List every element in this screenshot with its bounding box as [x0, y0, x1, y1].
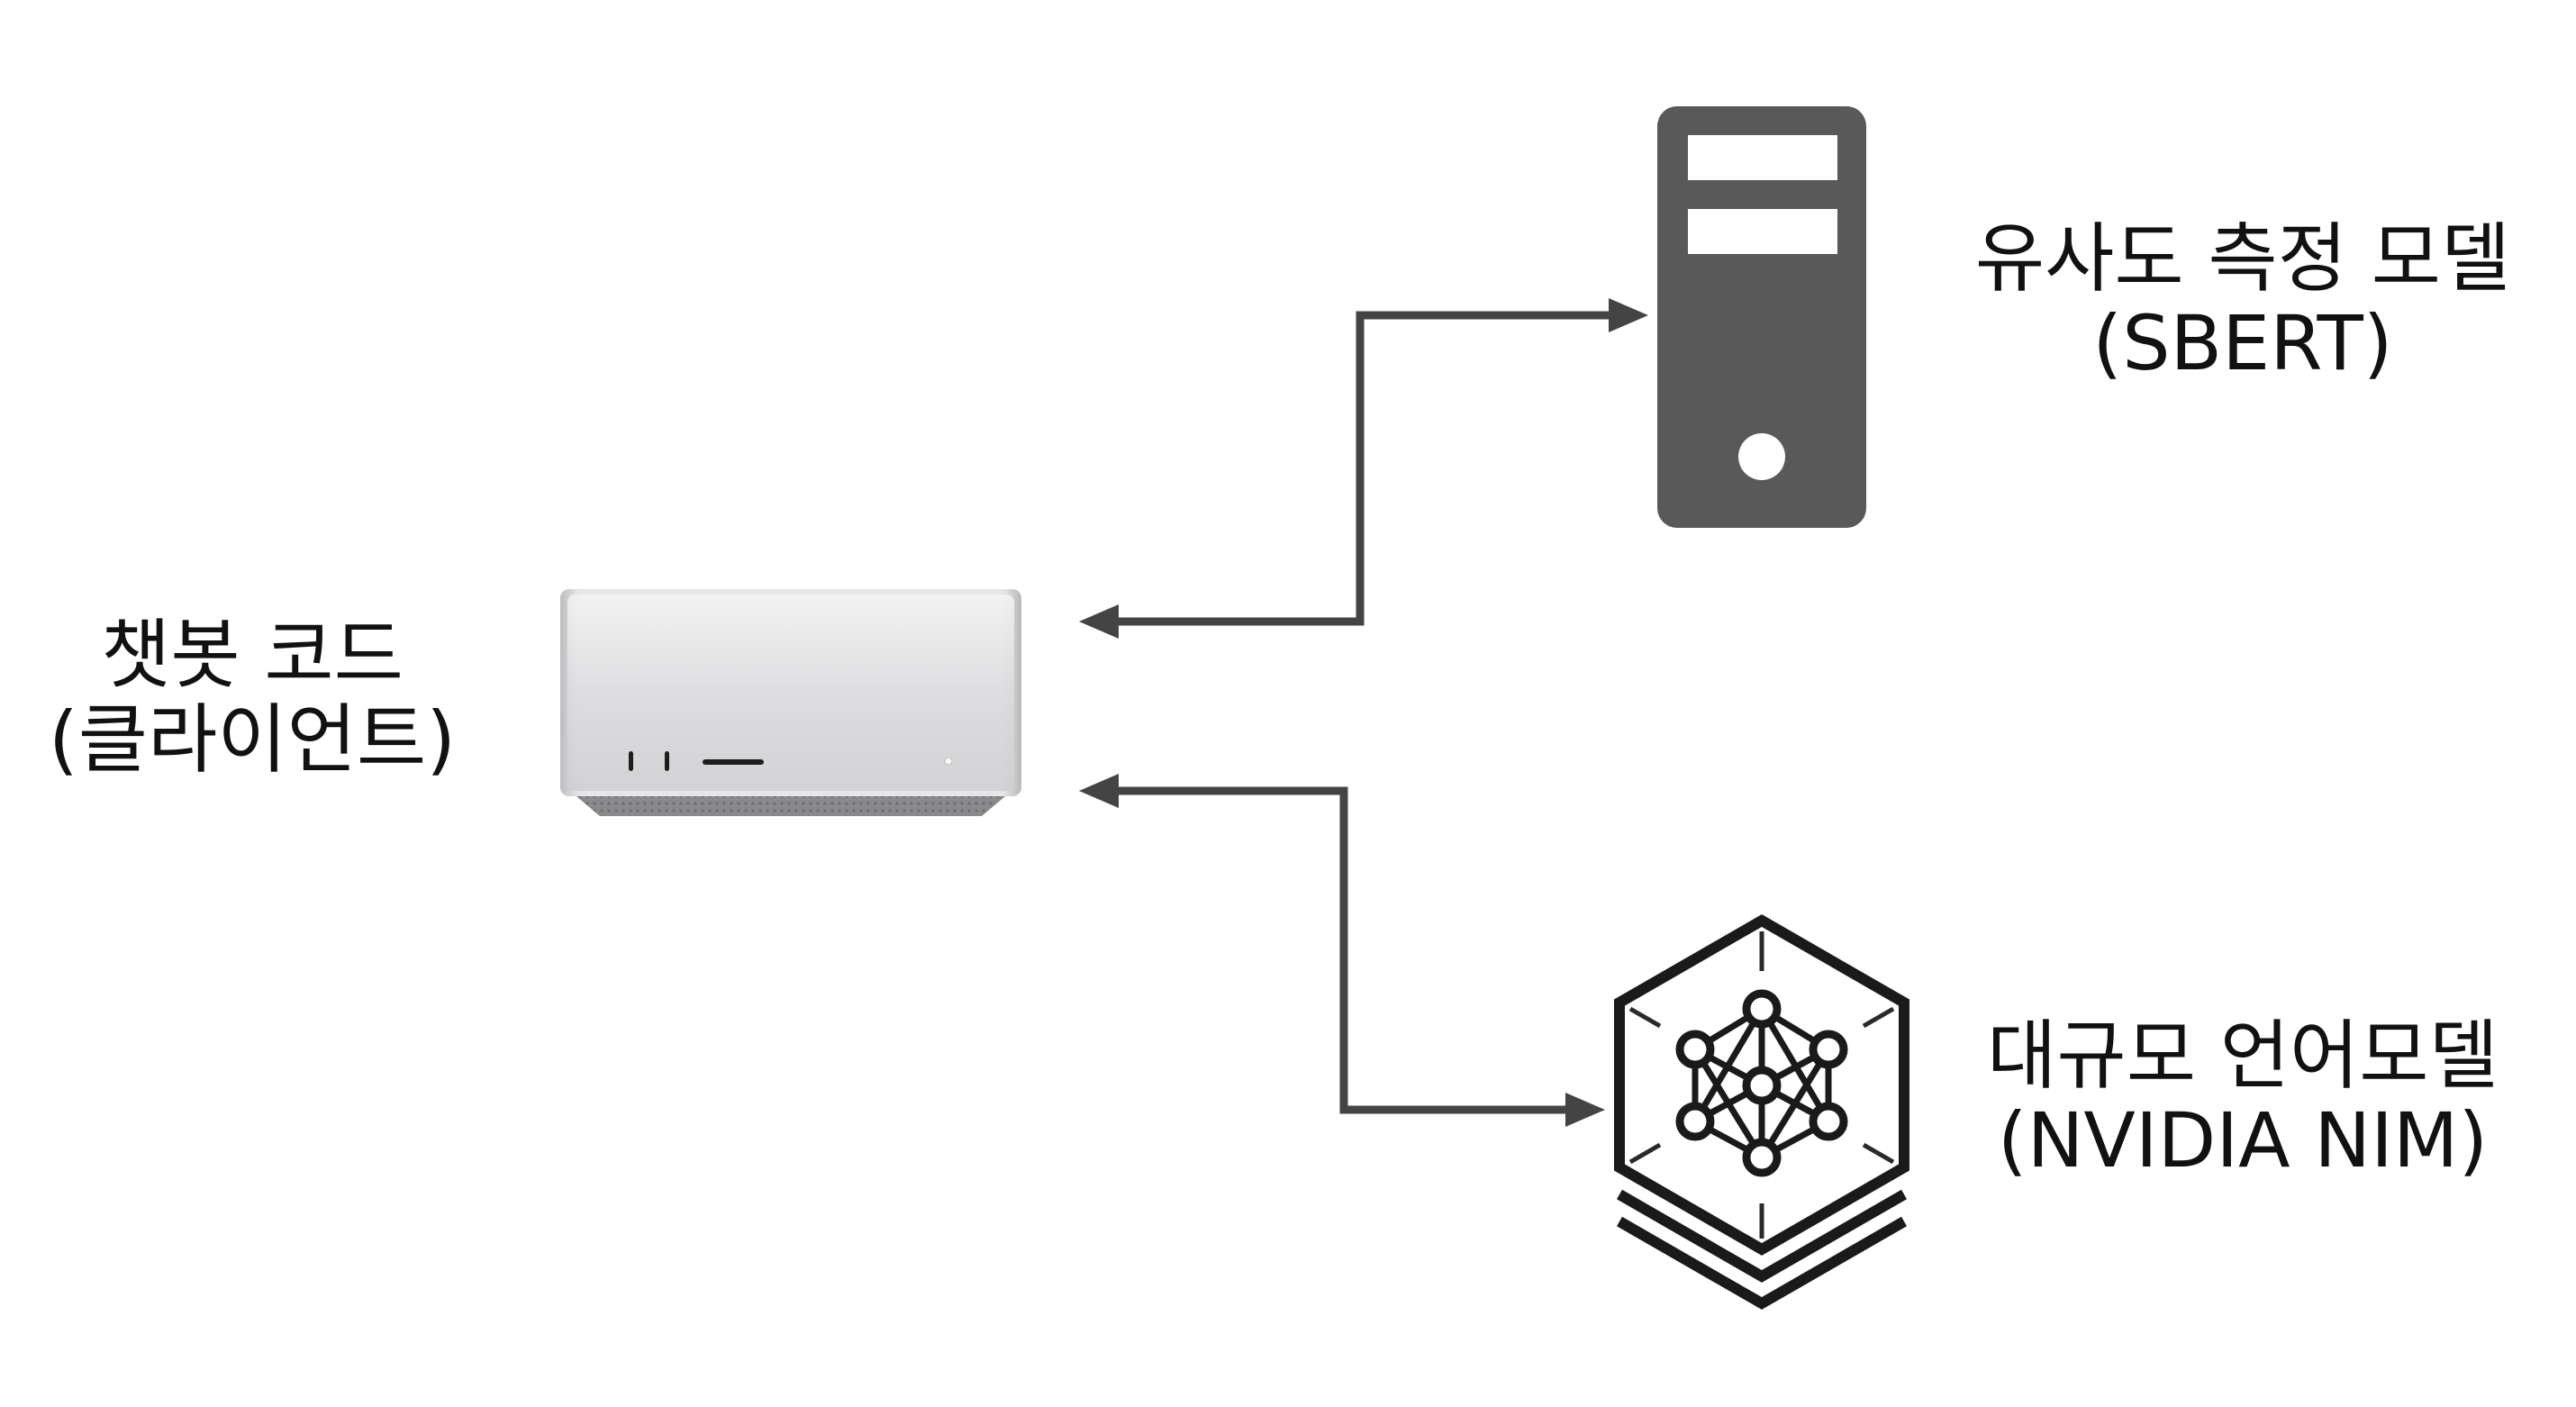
power-led-icon: [944, 757, 953, 766]
llm-title: 대규모 언어모델: [1987, 1012, 2499, 1100]
llm-label: 대규모 언어모델 (NVIDIA NIM): [1918, 1013, 2567, 1183]
similarity-model-label: 유사도 측정 모델 (SBERT): [1918, 216, 2567, 386]
usb-port-icon: [665, 751, 669, 771]
neural-network-hexagon-icon: [1614, 914, 1909, 1310]
arrow-client-llm: [1079, 774, 1605, 1127]
card-slot-icon: [703, 759, 764, 765]
desktop-computer-icon: [560, 589, 1021, 816]
similarity-model-subtitle: (SBERT): [2092, 299, 2393, 388]
client-subtitle: (클라이언트): [49, 695, 456, 785]
arrow-client-similarity: [1079, 298, 1648, 639]
server-tower-icon: [1657, 106, 1866, 528]
llm-subtitle: (NVIDIA NIM): [1997, 1096, 2489, 1185]
usb-port-icon: [629, 751, 633, 771]
client-title: 챗봇 코드: [101, 611, 404, 699]
similarity-model-title: 유사도 측정 모델: [1974, 214, 2511, 303]
client-label: 챗봇 코드 (클라이언트): [18, 613, 486, 782]
